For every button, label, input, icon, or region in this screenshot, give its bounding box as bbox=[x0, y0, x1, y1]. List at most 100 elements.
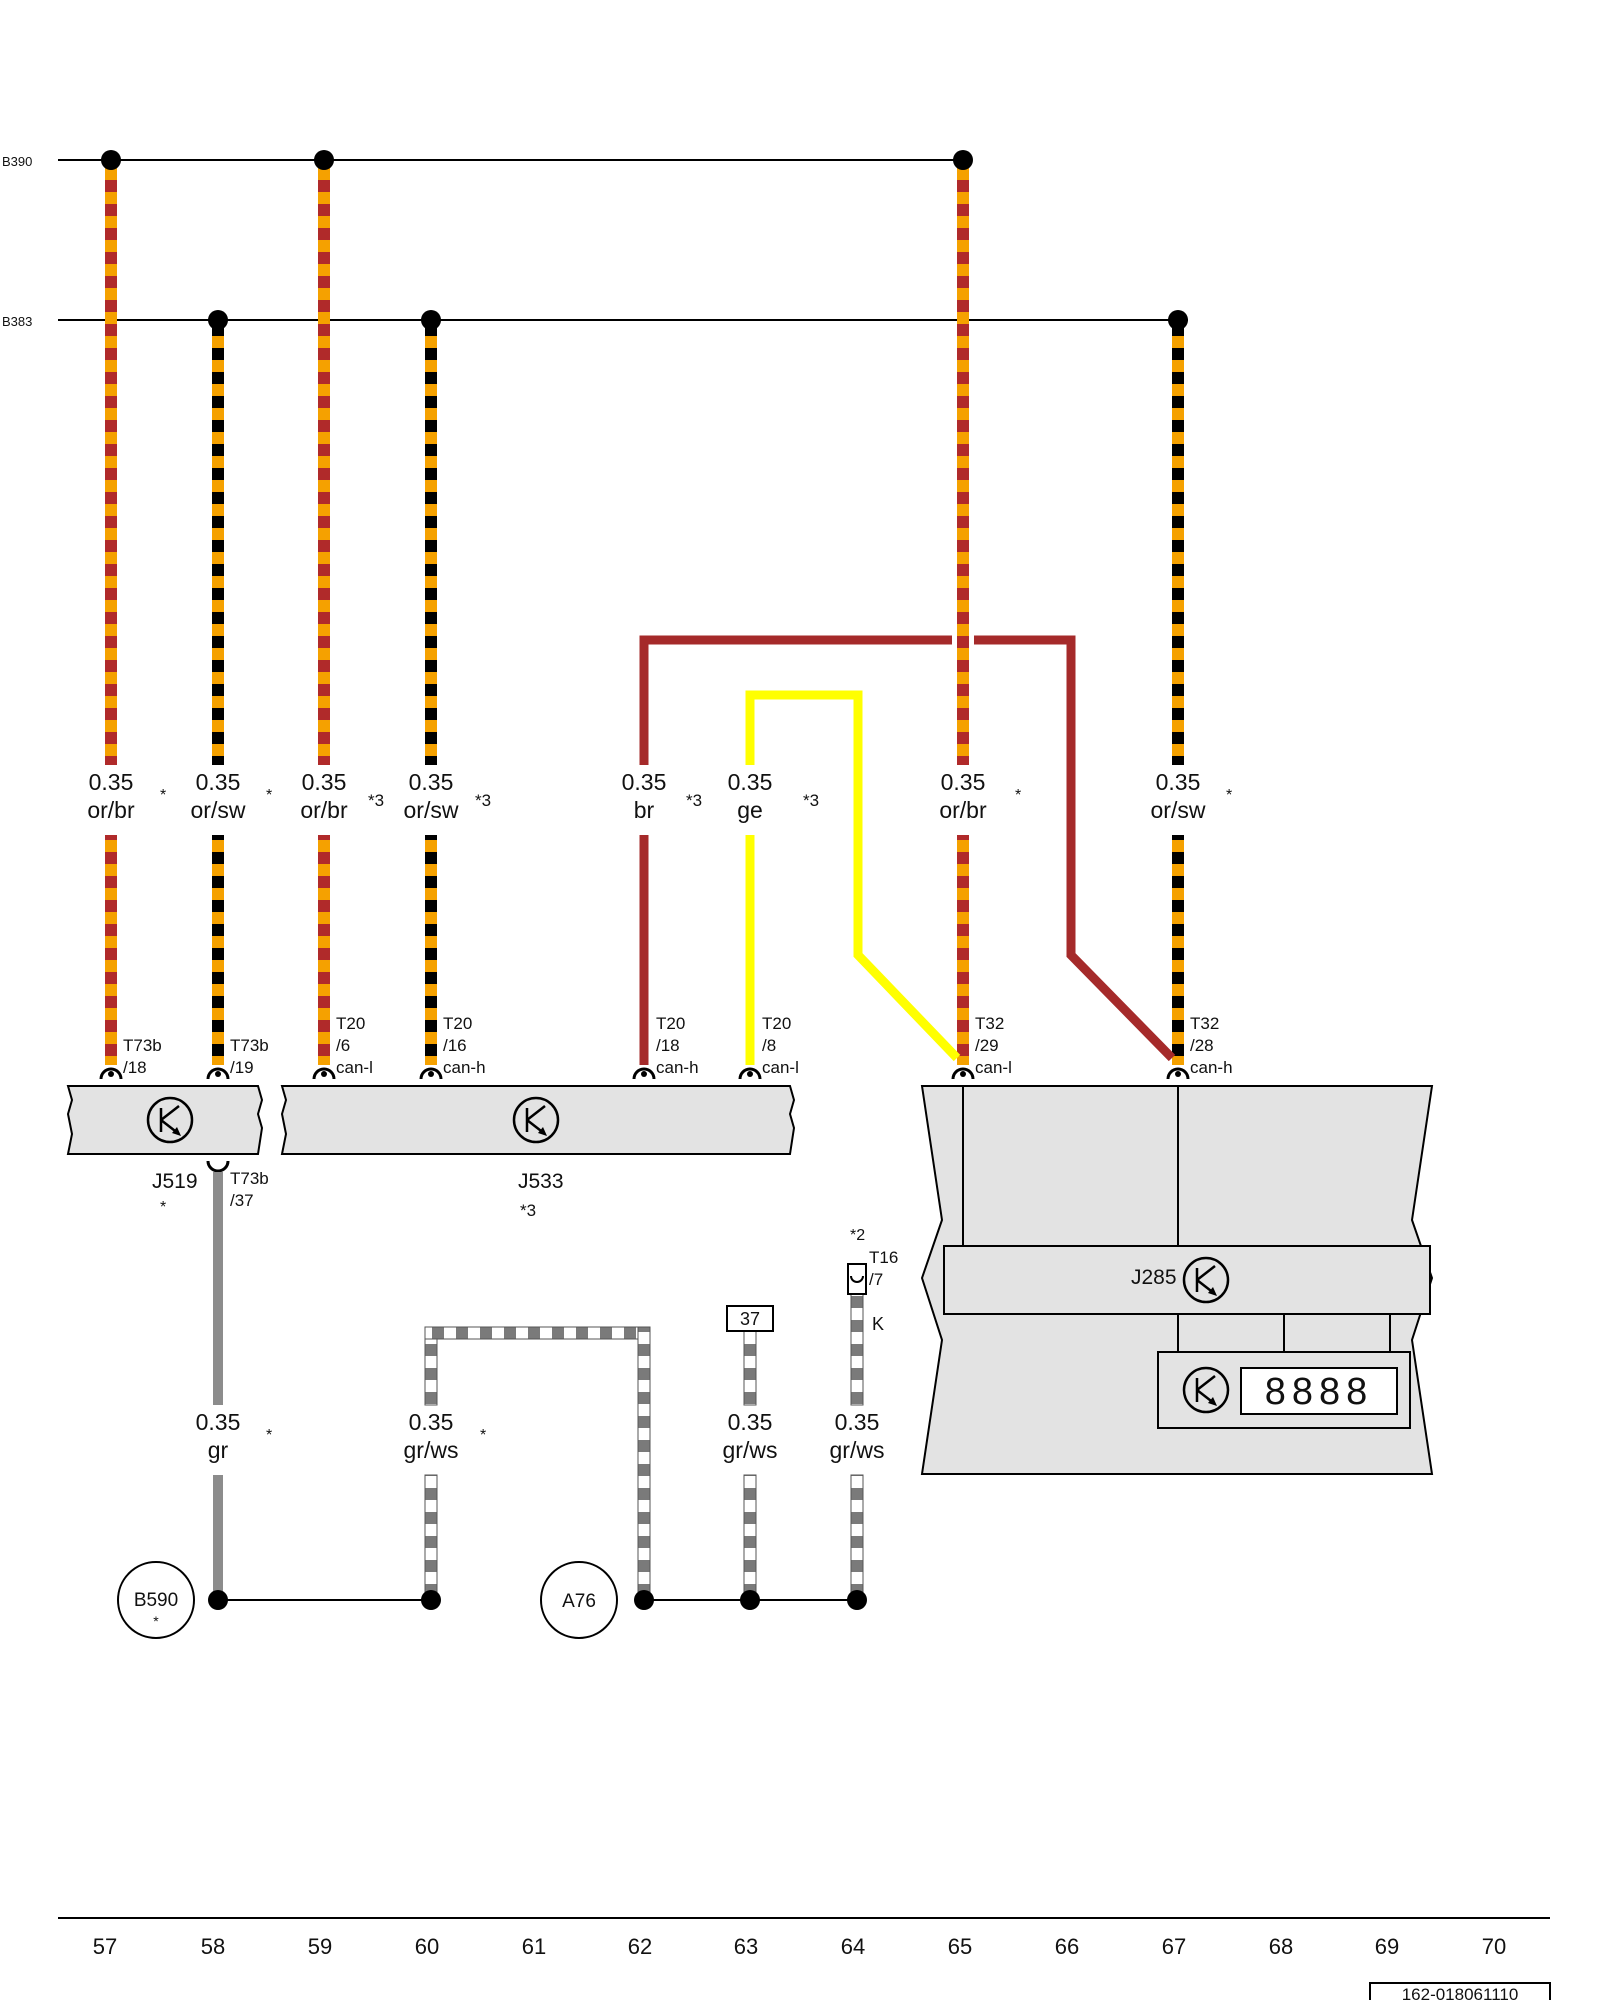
column-number: 60 bbox=[415, 1934, 439, 1959]
wire-col57 bbox=[105, 160, 117, 1065]
column-number: 63 bbox=[734, 1934, 758, 1959]
control-unit-icon bbox=[1182, 1256, 1230, 1304]
doc-id: 162-018061110 bbox=[1402, 1985, 1519, 2000]
svg-text:0.35: 0.35 bbox=[409, 769, 454, 795]
bus-b390: B390 bbox=[2, 154, 972, 169]
svg-text:or/sw: or/sw bbox=[1151, 797, 1206, 823]
svg-text:*3: *3 bbox=[686, 791, 702, 810]
connector-pin bbox=[632, 1067, 656, 1080]
svg-text:0.35: 0.35 bbox=[196, 1409, 241, 1435]
svg-text:*: * bbox=[1226, 787, 1232, 804]
svg-text:gr/ws: gr/ws bbox=[830, 1437, 885, 1463]
junction-dot bbox=[421, 1590, 441, 1610]
wire-col63-grws bbox=[743, 1330, 757, 1601]
ground-point-b590[interactable]: B590 * bbox=[117, 1561, 195, 1639]
column-number: 70 bbox=[1482, 1934, 1506, 1959]
connector-label-c58b: T73b /37 bbox=[230, 1169, 269, 1210]
wire-label-col62: 0.35 br *3 bbox=[622, 769, 702, 823]
wire-label-col63: 0.35 ge *3 bbox=[728, 769, 819, 823]
svg-text:/37: /37 bbox=[230, 1191, 254, 1210]
svg-text:0.35: 0.35 bbox=[728, 1409, 773, 1435]
bus-label-b390: B390 bbox=[2, 154, 32, 169]
svg-text:ge: ge bbox=[737, 797, 763, 823]
svg-text:T20: T20 bbox=[336, 1014, 365, 1033]
svg-text:or/sw: or/sw bbox=[404, 797, 459, 823]
svg-text:T20: T20 bbox=[762, 1014, 791, 1033]
svg-text:can-h: can-h bbox=[656, 1058, 699, 1077]
svg-text:0.35: 0.35 bbox=[1156, 769, 1201, 795]
svg-text:*: * bbox=[266, 787, 272, 804]
svg-text:*: * bbox=[160, 787, 166, 804]
column-number: 65 bbox=[948, 1934, 972, 1959]
module-j533[interactable]: J533 *3 bbox=[280, 1085, 796, 1220]
connector-pin bbox=[951, 1067, 975, 1080]
j285-module-bar bbox=[943, 1245, 1431, 1315]
wire-col62-brown bbox=[639, 635, 1176, 1065]
svg-text:can-h: can-h bbox=[443, 1058, 486, 1077]
svg-text:/19: /19 bbox=[230, 1058, 254, 1077]
wire-col60 bbox=[425, 320, 437, 1065]
svg-text:/18: /18 bbox=[123, 1058, 147, 1077]
connector-pin bbox=[206, 1160, 230, 1173]
connector-label-c57: T73b /18 bbox=[123, 1036, 162, 1077]
svg-text:T32: T32 bbox=[1190, 1014, 1219, 1033]
column-number: 57 bbox=[93, 1934, 117, 1959]
svg-text:can-l: can-l bbox=[975, 1058, 1012, 1077]
svg-text:br: br bbox=[634, 797, 655, 823]
connector-pin-t16 bbox=[847, 1263, 867, 1295]
wire-col58 bbox=[212, 320, 224, 1065]
column-number: 66 bbox=[1055, 1934, 1079, 1959]
wire-label-g64: 0.35 gr/ws bbox=[830, 1409, 885, 1463]
junction-dot bbox=[740, 1590, 760, 1610]
svg-text:/16: /16 bbox=[443, 1036, 467, 1055]
connector-label-c60: T20 /16 can-h bbox=[443, 1014, 486, 1077]
svg-text:A76: A76 bbox=[562, 1591, 596, 1612]
connector-pin bbox=[419, 1067, 443, 1080]
svg-text:T20: T20 bbox=[443, 1014, 472, 1033]
wire-label-col60: 0.35 or/sw *3 bbox=[404, 769, 492, 823]
svg-text:0.35: 0.35 bbox=[196, 769, 241, 795]
svg-text:T32: T32 bbox=[975, 1014, 1004, 1033]
wire-col65 bbox=[957, 160, 969, 1065]
connector-pin bbox=[312, 1067, 336, 1080]
svg-text:/29: /29 bbox=[975, 1036, 999, 1055]
column-number: 62 bbox=[628, 1934, 652, 1959]
module-label-j285: J285 bbox=[1131, 1266, 1177, 1289]
svg-text:gr/ws: gr/ws bbox=[723, 1437, 778, 1463]
junction-dot bbox=[953, 150, 973, 170]
svg-text:*: * bbox=[480, 1427, 486, 1444]
wire-label-col67: 0.35 or/sw * bbox=[1151, 769, 1233, 823]
module-note-j519: * bbox=[160, 1199, 166, 1216]
svg-text:0.35: 0.35 bbox=[409, 1409, 454, 1435]
junction-dot bbox=[1168, 310, 1188, 330]
svg-text:0.35: 0.35 bbox=[89, 769, 134, 795]
ground-point-a76[interactable]: A76 bbox=[540, 1561, 618, 1639]
wire-col63-yellow bbox=[745, 690, 961, 1065]
svg-text:0.35: 0.35 bbox=[728, 769, 773, 795]
svg-text:0.35: 0.35 bbox=[835, 1409, 880, 1435]
junction-dot bbox=[208, 310, 228, 330]
column-numbers: 57 58 59 60 61 62 63 64 65 66 67 68 69 7… bbox=[93, 1934, 1506, 1959]
svg-text:/8: /8 bbox=[762, 1036, 776, 1055]
column-number: 58 bbox=[201, 1934, 225, 1959]
column-number: 68 bbox=[1269, 1934, 1293, 1959]
module-j519[interactable]: J519 * bbox=[66, 1085, 264, 1216]
wire-label-col65: 0.35 or/br * bbox=[939, 769, 1021, 823]
svg-text:/6: /6 bbox=[336, 1036, 350, 1055]
instrument-cluster-j285[interactable]: J285 8888 bbox=[920, 1085, 1434, 1475]
wire-label-col58: 0.35 or/sw * bbox=[191, 769, 273, 823]
column-number: 59 bbox=[308, 1934, 332, 1959]
svg-text:0.35: 0.35 bbox=[622, 769, 667, 795]
terminal-label: 37 bbox=[740, 1309, 760, 1329]
wire-label-g63: 0.35 gr/ws bbox=[723, 1409, 778, 1463]
svg-text:*2: *2 bbox=[850, 1227, 865, 1244]
wire-col67 bbox=[1172, 320, 1184, 1065]
k-label: K bbox=[872, 1314, 884, 1334]
terminal-37: 37 bbox=[726, 1305, 774, 1332]
connector-label-c62: T20 /18 can-h bbox=[656, 1014, 699, 1077]
svg-text:0.35: 0.35 bbox=[941, 769, 986, 795]
column-number: 69 bbox=[1375, 1934, 1399, 1959]
svg-text:/28: /28 bbox=[1190, 1036, 1214, 1055]
connector-label-c64: *2 T16 /7 K bbox=[850, 1227, 898, 1334]
